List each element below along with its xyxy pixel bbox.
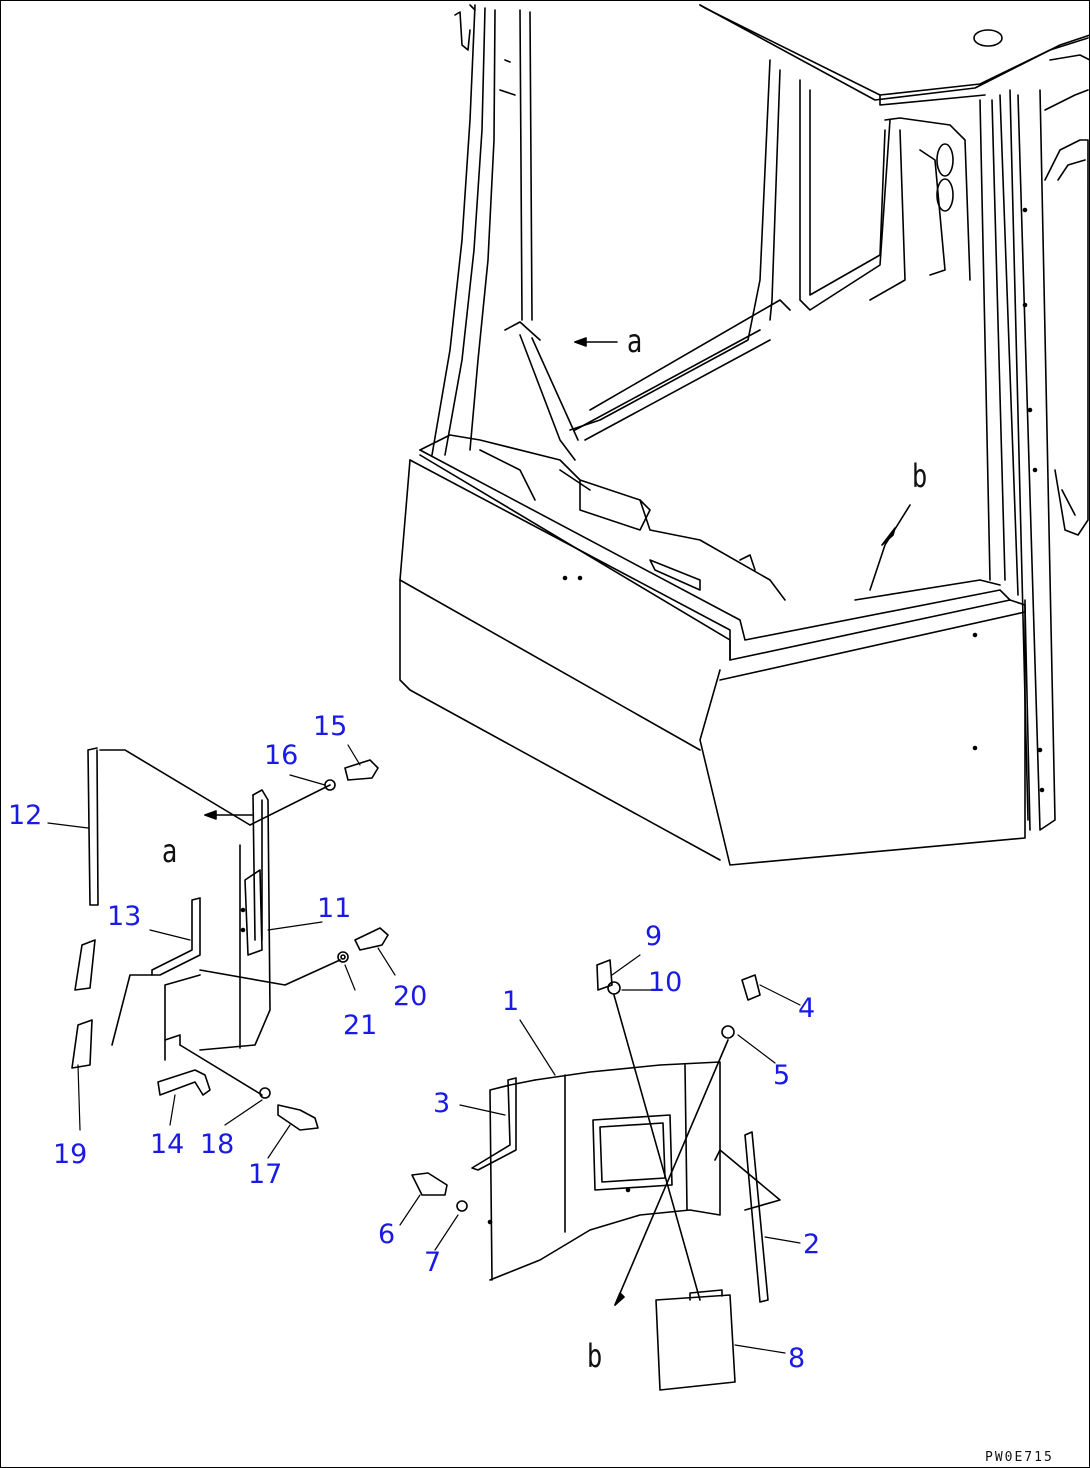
- callout-4[interactable]: 4: [798, 993, 816, 1024]
- left-cover-assembly: [71, 747, 389, 1131]
- right-cover-assembly: [411, 959, 781, 1391]
- callout-leaders: [47, 744, 801, 1354]
- callout-17[interactable]: 17: [248, 1159, 283, 1190]
- callout-11[interactable]: 11: [317, 893, 352, 924]
- callout-5[interactable]: 5: [773, 1060, 791, 1091]
- callout-7[interactable]: 7: [424, 1247, 442, 1278]
- view-ref-b-source: b: [586, 1337, 603, 1375]
- view-ref-a-source: a: [161, 832, 178, 870]
- callout-8[interactable]: 8: [788, 1343, 806, 1374]
- view-ref-a-target: a: [626, 322, 643, 360]
- callout-2[interactable]: 2: [803, 1229, 821, 1260]
- callout-6[interactable]: 6: [378, 1219, 396, 1250]
- callout-9[interactable]: 9: [645, 921, 663, 952]
- callout-18[interactable]: 18: [200, 1129, 235, 1160]
- callout-20[interactable]: 20: [393, 981, 428, 1012]
- drawing-code: PW0E715: [985, 1450, 1054, 1465]
- cab-assembly: [399, 4, 1090, 866]
- callout-21[interactable]: 21: [343, 1010, 378, 1041]
- view-ref-b-target: b: [911, 457, 928, 495]
- callout-15[interactable]: 15: [313, 711, 348, 742]
- callout-14[interactable]: 14: [150, 1129, 185, 1160]
- callout-19[interactable]: 19: [53, 1139, 88, 1170]
- callout-16[interactable]: 16: [264, 740, 299, 771]
- callout-12[interactable]: 12: [8, 800, 43, 831]
- callout-1[interactable]: 1: [502, 986, 520, 1017]
- callout-3[interactable]: 3: [433, 1088, 451, 1119]
- callout-10[interactable]: 10: [648, 967, 683, 998]
- callout-13[interactable]: 13: [107, 901, 142, 932]
